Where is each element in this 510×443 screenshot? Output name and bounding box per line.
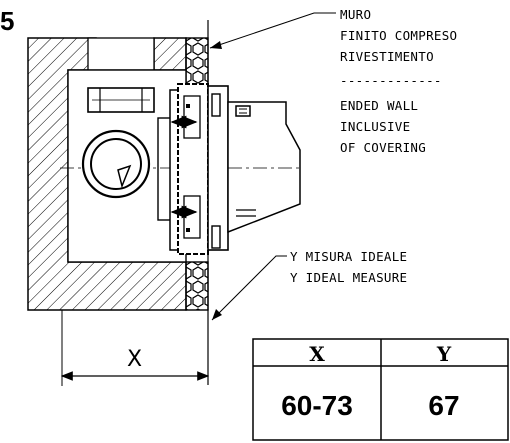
mounting-plate: [169, 83, 209, 255]
step-number: 5: [0, 6, 14, 36]
table-header-y: Y: [436, 342, 452, 366]
table-value-y: 67: [428, 390, 459, 421]
external-cover: [207, 85, 301, 251]
wall-note-line-5: INCLUSIVE: [340, 119, 410, 134]
dimension-x: X: [60, 310, 210, 386]
pipe-connection: [81, 129, 151, 199]
wall-note-line-6: OF COVERING: [340, 140, 426, 155]
leader-lines: [209, 12, 336, 321]
wall-note-line-2: FINITO COMPRESO: [340, 28, 457, 43]
measure-note: Y MISURA IDEALE Y IDEAL MEASURE: [290, 249, 407, 285]
wall-note-line-1: MURO: [340, 7, 371, 22]
measure-note-line-2: Y IDEAL MEASURE: [290, 270, 407, 285]
wall-note-line-3: RIVESTIMENTO: [340, 49, 434, 64]
table-header-x: X: [309, 342, 325, 366]
wall-note-separator: -------------: [340, 73, 442, 88]
measure-table: X Y 60-73 67: [252, 338, 509, 441]
table-value-x: 60-73: [281, 390, 353, 421]
dimension-x-label: X: [127, 347, 142, 372]
measure-note-line-1: Y MISURA IDEALE: [290, 249, 407, 264]
wall-note: MURO FINITO COMPRESO RIVESTIMENTO ------…: [340, 7, 457, 155]
wall-note-line-4: ENDED WALL: [340, 98, 418, 113]
